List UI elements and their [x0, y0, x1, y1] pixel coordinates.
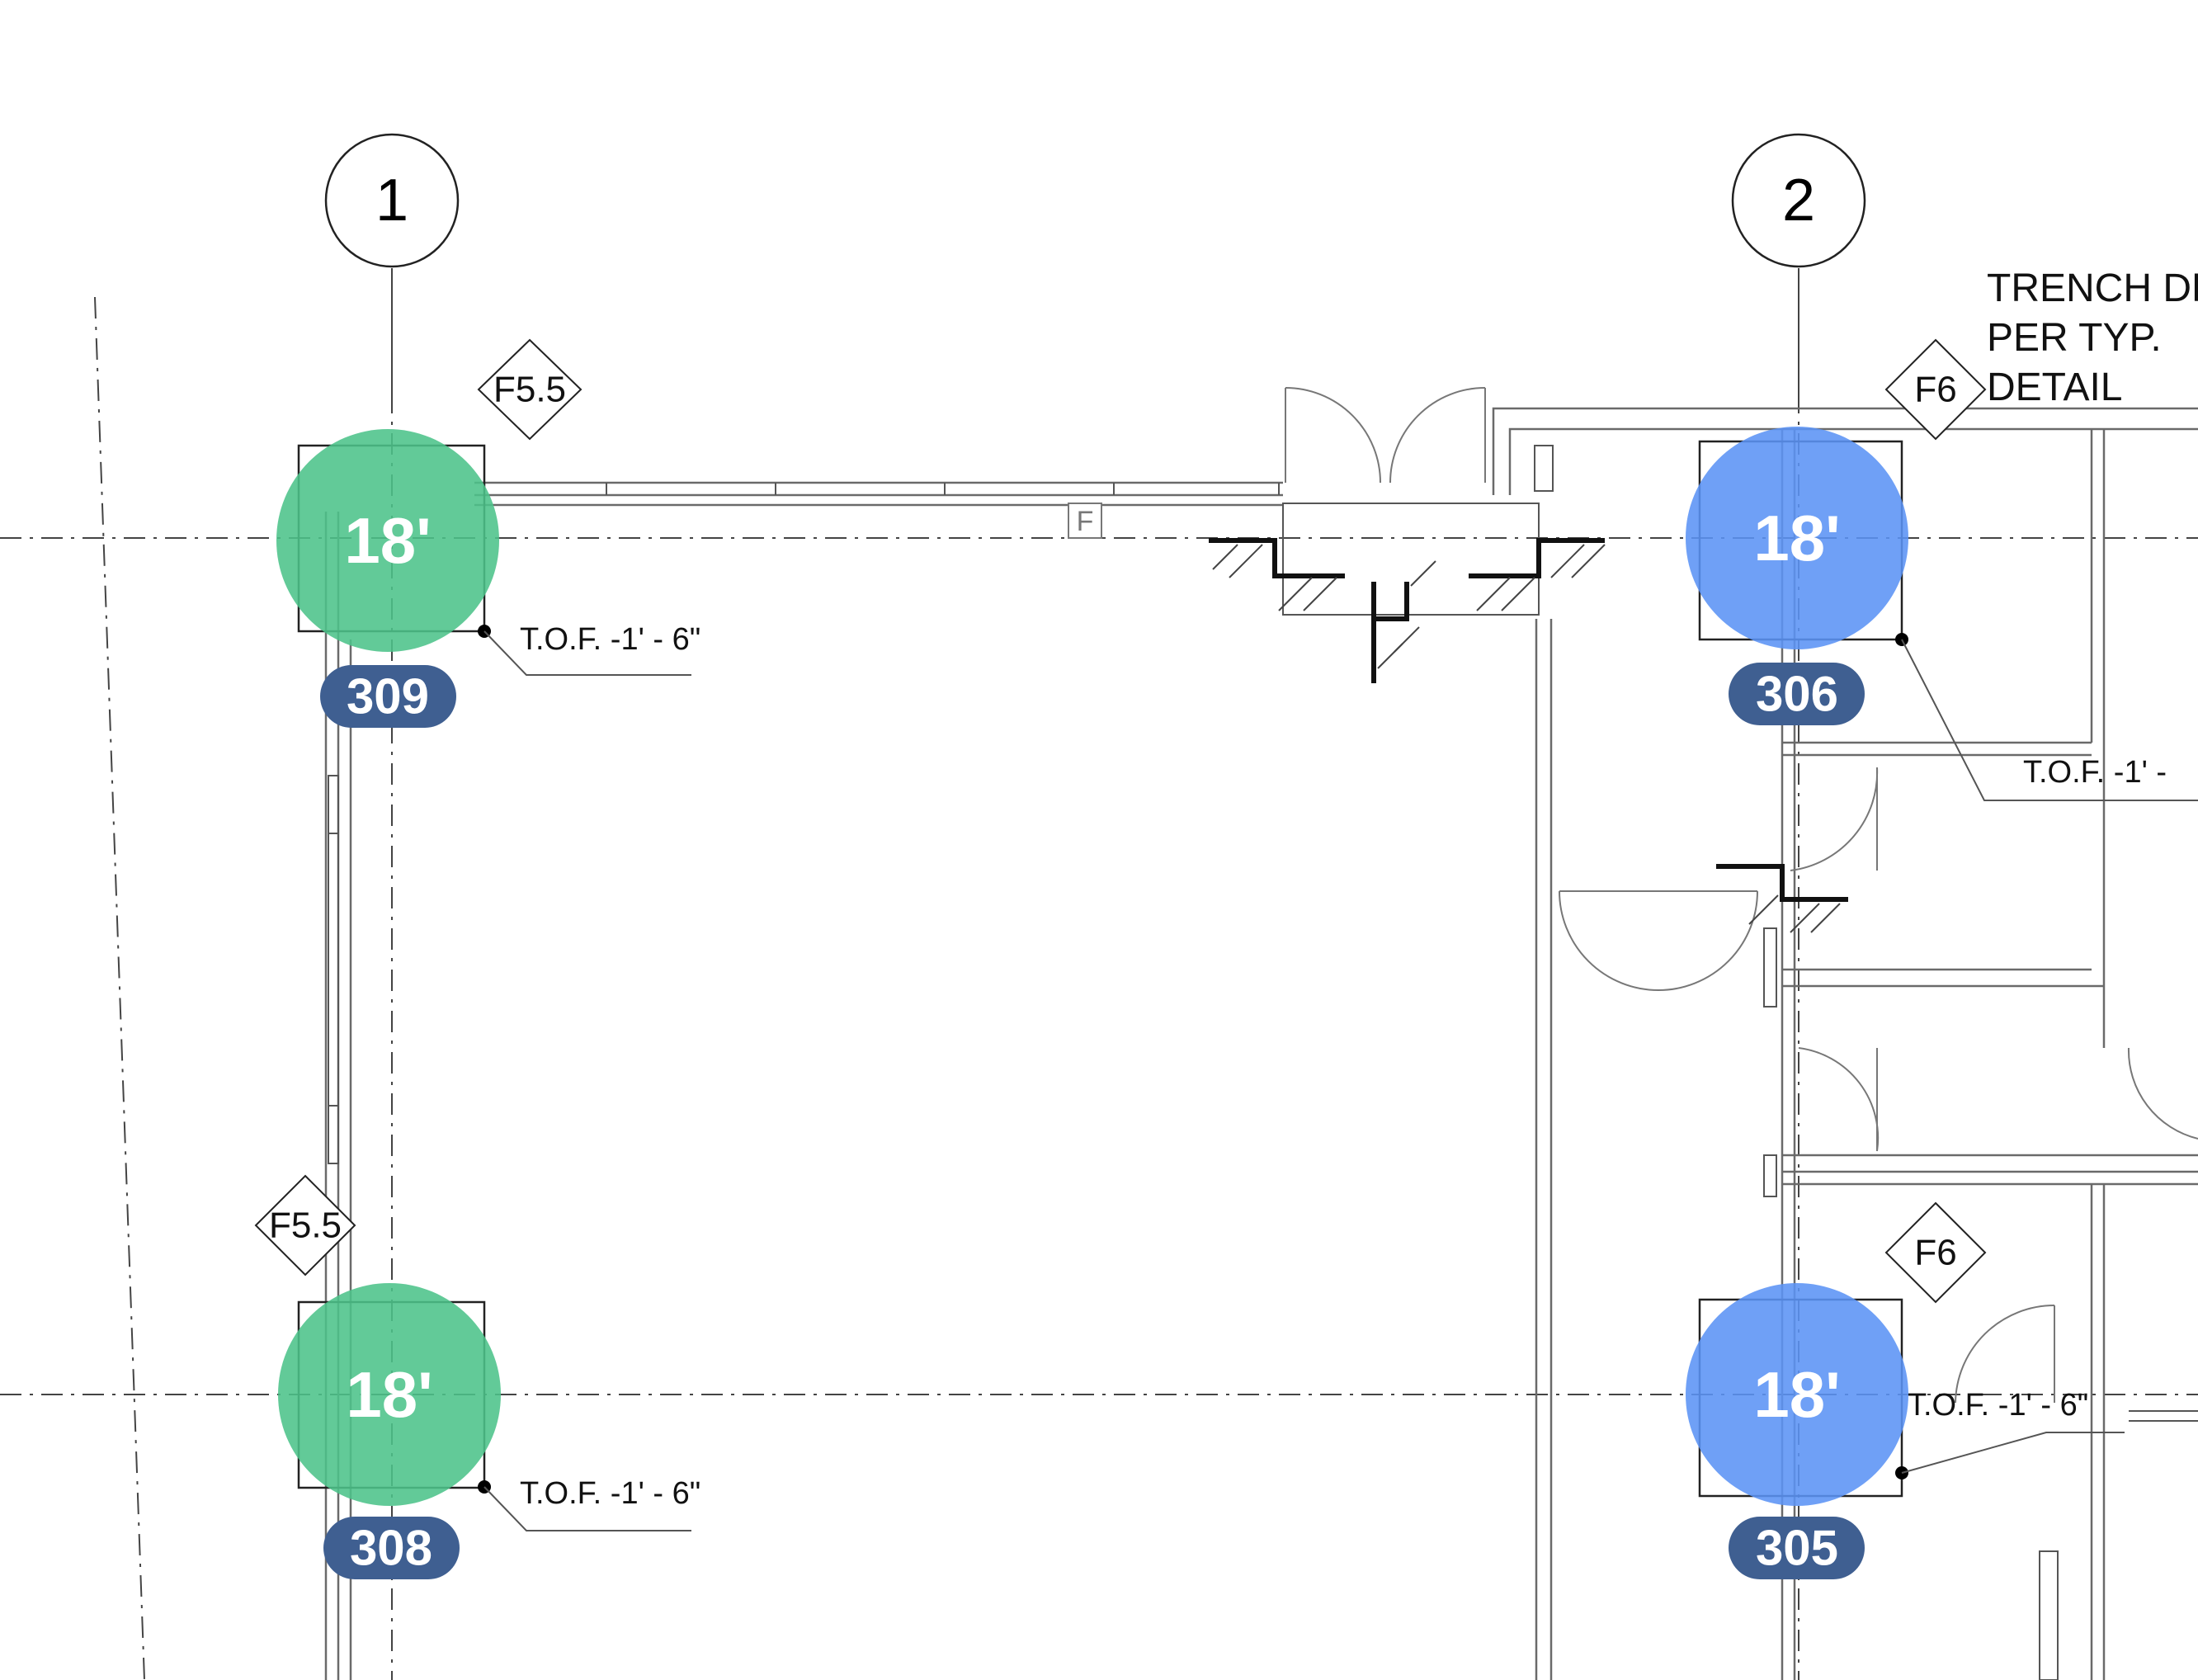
tof-note-306: T.O.F. -1' - — [1895, 633, 2198, 801]
marker-305-value: 18' — [1753, 1358, 1840, 1431]
tof-note-305: T.O.F. -1' - 6" — [1895, 1388, 2125, 1479]
tof-note-305-text: T.O.F. -1' - 6" — [1908, 1388, 2088, 1423]
marker-306-id: 306 — [1756, 667, 1838, 722]
marker-305[interactable]: 18' 305 — [1686, 1283, 1908, 1579]
tof-note-309-text: T.O.F. -1' - 6" — [520, 622, 700, 657]
footing-tag-f6-top: F6 — [1884, 338, 1987, 441]
trench-note-line-3: DETAIL — [1987, 366, 2122, 409]
floor-drain-label: F — [1077, 506, 1094, 537]
grid-bubble-2: 2 — [1731, 133, 1866, 268]
trench-note-line-1: TRENCH DR — [1987, 267, 2198, 310]
marker-308-value: 18' — [346, 1358, 432, 1431]
floor-drain-symbol: F — [1068, 503, 1102, 539]
tof-note-308: T.O.F. -1' - 6" — [478, 1476, 700, 1531]
grid-bubble-1: 1 — [324, 133, 460, 268]
tof-note-306-text: T.O.F. -1' - — [2023, 755, 2167, 790]
marker-309-badge — [320, 665, 456, 728]
marker-308-circle[interactable] — [278, 1283, 501, 1506]
foundation-steps — [1209, 538, 1848, 933]
marker-309-id: 309 — [347, 669, 429, 724]
marker-306-badge — [1729, 663, 1865, 725]
marker-309-value: 18' — [344, 504, 431, 577]
marker-305-badge — [1729, 1517, 1865, 1579]
marker-306-value: 18' — [1753, 502, 1840, 574]
tof-note-309: T.O.F. -1' - 6" — [478, 622, 700, 676]
footing-tag-f5-5-bottom: F5.5 — [254, 1174, 356, 1277]
trench-note-line-2: PER TYP. — [1987, 316, 2162, 360]
footing-tag-f5-5-top-label: F5.5 — [493, 370, 566, 410]
marker-309-circle[interactable] — [276, 429, 499, 652]
marker-308-id: 308 — [350, 1521, 432, 1576]
marker-305-circle[interactable] — [1686, 1283, 1908, 1506]
marker-306[interactable]: 18' 306 — [1686, 427, 1908, 725]
grid-bubble-2-label: 2 — [1782, 168, 1815, 234]
footing-tag-f6-top-label: F6 — [1914, 370, 1956, 410]
marker-305-id: 305 — [1756, 1521, 1838, 1576]
grid-bubble-1-label: 1 — [375, 168, 408, 234]
footing-tag-f6-mid: F6 — [1884, 1201, 1987, 1304]
footing-tag-f5-5-top: F5.5 — [477, 338, 583, 441]
column-footings — [297, 440, 1903, 1498]
footing-tag-f6-mid-label: F6 — [1914, 1233, 1956, 1273]
doors — [1285, 387, 2198, 1404]
trench-drain-note: TRENCH DR PER TYP. DETAIL — [1987, 267, 2198, 409]
marker-309[interactable]: 18' 309 — [276, 429, 499, 728]
marker-308-badge — [323, 1517, 460, 1579]
marker-306-circle[interactable] — [1686, 427, 1908, 649]
tof-note-308-text: T.O.F. -1' - 6" — [520, 1476, 700, 1511]
footing-tag-f5-5-bottom-label: F5.5 — [269, 1206, 342, 1246]
marker-308[interactable]: 18' 308 — [278, 1283, 501, 1579]
